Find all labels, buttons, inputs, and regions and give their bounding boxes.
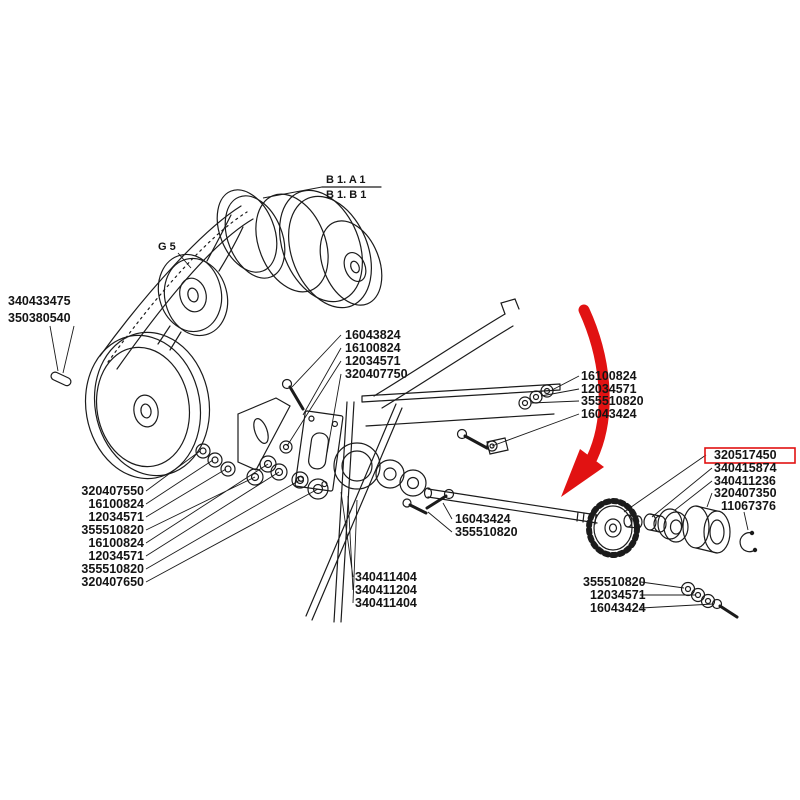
labels-layer: B 1. A 1 B 1. B 1 G 5 340433475 35038054… bbox=[8, 174, 777, 615]
highlight-box bbox=[704, 447, 796, 464]
bolts-and-screws bbox=[281, 378, 739, 619]
part-label[interactable]: 16043424 bbox=[455, 512, 511, 526]
diagram-linework bbox=[50, 186, 758, 623]
bearing bbox=[657, 508, 689, 543]
part-label[interactable]: 340411404 bbox=[355, 570, 417, 584]
part-label[interactable]: 320407650 bbox=[81, 575, 144, 589]
red-arrowhead bbox=[561, 449, 604, 497]
part-label[interactable]: 355510820 bbox=[81, 562, 144, 576]
bearing-housing bbox=[682, 505, 731, 554]
part-label[interactable]: 355510820 bbox=[455, 525, 518, 539]
drive-shaft bbox=[423, 487, 598, 525]
part-label[interactable]: 340411236 bbox=[714, 474, 776, 488]
part-label[interactable]: 12034571 bbox=[88, 510, 144, 524]
part-label[interactable]: 340411404 bbox=[355, 596, 417, 610]
part-label[interactable]: 16100824 bbox=[345, 341, 401, 355]
part-label[interactable]: 320407550 bbox=[81, 484, 144, 498]
part-label[interactable]: 16043424 bbox=[581, 407, 637, 421]
mounting-bracket bbox=[237, 397, 291, 471]
red-annotations bbox=[561, 304, 796, 497]
part-label[interactable]: 16043824 bbox=[345, 328, 401, 342]
part-label[interactable]: 16100824 bbox=[88, 536, 144, 550]
part-label[interactable]: 340415874 bbox=[714, 461, 777, 475]
part-label[interactable]: 12034571 bbox=[581, 382, 637, 396]
part-label[interactable]: 12034571 bbox=[345, 354, 401, 368]
drive-belt bbox=[99, 205, 254, 370]
part-label[interactable]: 12034571 bbox=[88, 549, 144, 563]
washers-and-rings bbox=[195, 384, 716, 609]
reference-label-b1a1: B 1. A 1 bbox=[326, 174, 366, 186]
part-label[interactable]: 320407350 bbox=[714, 486, 777, 500]
main-pulley bbox=[84, 331, 211, 480]
pin-part bbox=[50, 371, 72, 387]
reference-label-b1b1: B 1. B 1 bbox=[326, 189, 366, 201]
part-label[interactable]: 340411204 bbox=[355, 583, 417, 597]
sprocket bbox=[586, 498, 643, 558]
red-arrow-annotation bbox=[578, 304, 610, 464]
part-label[interactable]: 16100824 bbox=[581, 369, 637, 383]
part-label[interactable]: 16100824 bbox=[88, 497, 144, 511]
part-label-highlighted[interactable]: 320517450 bbox=[714, 448, 777, 462]
part-label[interactable]: 320407750 bbox=[345, 367, 408, 381]
part-label[interactable]: 11067376 bbox=[721, 499, 776, 513]
part-label[interactable]: 355510820 bbox=[581, 394, 644, 408]
reference-label-g5: G 5 bbox=[158, 241, 176, 253]
part-label[interactable]: 350380540 bbox=[8, 311, 71, 325]
part-label[interactable]: 355510820 bbox=[81, 523, 144, 537]
part-label[interactable]: 16043424 bbox=[590, 601, 646, 615]
part-label[interactable]: 12034571 bbox=[590, 588, 646, 602]
circlip bbox=[739, 530, 758, 553]
part-label[interactable]: 340433475 bbox=[8, 294, 71, 308]
part-label[interactable]: 355510820 bbox=[583, 575, 646, 589]
leader-lines bbox=[49, 186, 749, 609]
frame-structure bbox=[305, 298, 561, 623]
upper-pulley-assembly bbox=[216, 189, 383, 309]
